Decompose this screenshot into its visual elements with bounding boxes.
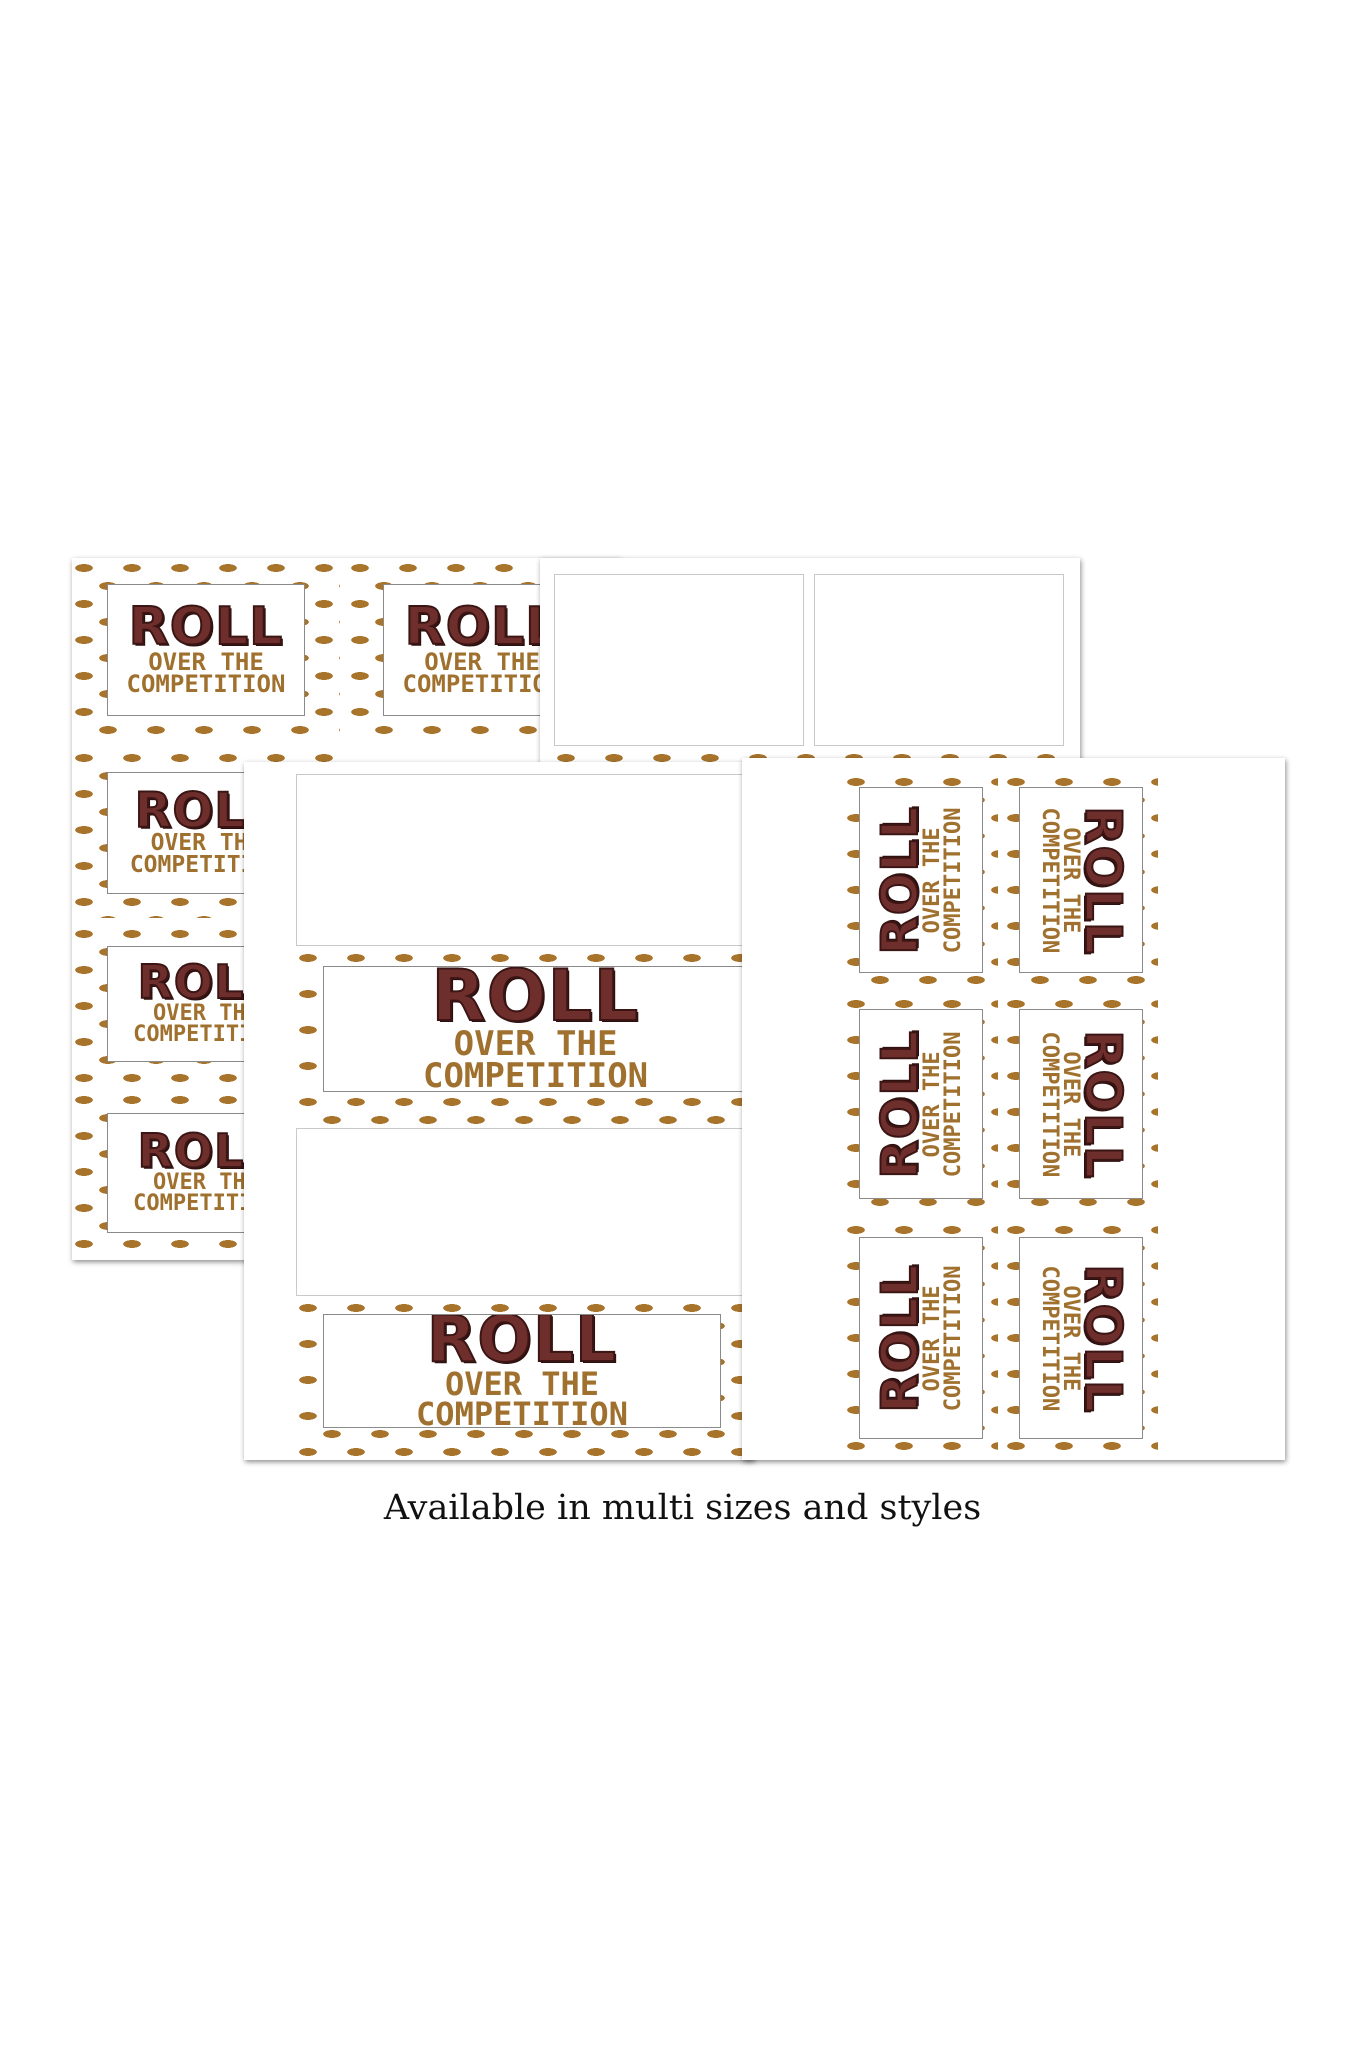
competition-text: COMPETITION <box>1036 1265 1062 1411</box>
competition-text: COMPETITION <box>940 1265 966 1411</box>
label-card: ROLL OVER THE COMPETITION <box>323 965 748 1093</box>
roll-heading: ROLL <box>870 1263 930 1414</box>
blank-fold-panel <box>296 774 748 946</box>
over-the-text: OVER THE <box>424 647 540 676</box>
over-the-text: OVER THE <box>444 1365 600 1404</box>
roll-heading: ROLL <box>870 1029 930 1180</box>
label-card: ROLL OVER THE COMPETITION <box>859 787 983 973</box>
roll-heading: ROLL <box>426 1313 618 1377</box>
label-tile: ROLL OVER THE COMPETITION <box>296 948 748 1124</box>
roll-heading: ROLL <box>128 596 284 657</box>
label-card: ROLL OVER THE COMPETITION <box>323 1313 721 1428</box>
label-tile: ROLL OVER THE COMPETITION <box>844 772 998 988</box>
blank-fold-panel <box>554 574 804 746</box>
tent-card-sheet-large: ROLL OVER THE COMPETITION ROLL OVER THE … <box>244 762 754 1460</box>
competition-text: COMPETITION <box>402 670 562 699</box>
label-tile: ROLL OVER THE COMPETITION <box>1004 994 1158 1214</box>
label-card: ROLL OVER THE COMPETITION <box>106 583 306 717</box>
roll-heading: ROLL <box>870 805 930 956</box>
over-the-text: OVER THE <box>453 1024 618 1065</box>
competition-text: COMPETITION <box>940 807 966 953</box>
label-tile: ROLL OVER THE COMPETITION <box>72 558 340 742</box>
competition-text: COMPETITION <box>940 1031 966 1177</box>
label-card: ROLL OVER THE COMPETITION <box>1019 1236 1143 1440</box>
label-tile: ROLL OVER THE COMPETITION <box>296 1298 748 1456</box>
over-the-text: OVER THE <box>153 1169 259 1195</box>
roll-heading: ROLL <box>1072 805 1132 956</box>
vertical-label-sheet: ROLL OVER THE COMPETITION ROLL OVER THE … <box>742 758 1285 1460</box>
competition-text: COMPETITION <box>126 670 286 699</box>
over-the-text: OVER THE <box>148 647 264 676</box>
label-card: ROLL OVER THE COMPETITION <box>1019 787 1143 973</box>
label-card: ROLL OVER THE COMPETITION <box>859 1009 983 1199</box>
label-tile: ROLL OVER THE COMPETITION <box>1004 772 1158 988</box>
roll-heading: ROLL <box>1072 1263 1132 1414</box>
label-card: ROLL OVER THE COMPETITION <box>859 1236 983 1440</box>
competition-text: COMPETITION <box>422 1056 649 1093</box>
over-the-text: OVER THE <box>153 1000 259 1026</box>
competition-text: COMPETITION <box>133 1021 279 1047</box>
competition-text: COMPETITION <box>416 1395 628 1428</box>
label-card: ROLL OVER THE COMPETITION <box>1019 1009 1143 1199</box>
blank-fold-panel <box>296 1128 748 1296</box>
label-tile: ROLL OVER THE COMPETITION <box>1004 1220 1158 1456</box>
competition-text: COMPETITION <box>1036 1031 1062 1177</box>
label-tile: ROLL OVER THE COMPETITION <box>844 994 998 1214</box>
roll-heading: ROLL <box>430 965 640 1038</box>
over-the-text: OVER THE <box>150 829 262 856</box>
competition-text: COMPETITION <box>133 1190 279 1216</box>
blank-fold-panel <box>814 574 1064 746</box>
competition-text: COMPETITION <box>1036 807 1062 953</box>
roll-heading: ROLL <box>404 596 560 657</box>
roll-heading: ROLL <box>1072 1029 1132 1180</box>
caption-text: Available in multi sizes and styles <box>383 1488 982 1528</box>
label-tile: ROLL OVER THE COMPETITION <box>844 1220 998 1456</box>
